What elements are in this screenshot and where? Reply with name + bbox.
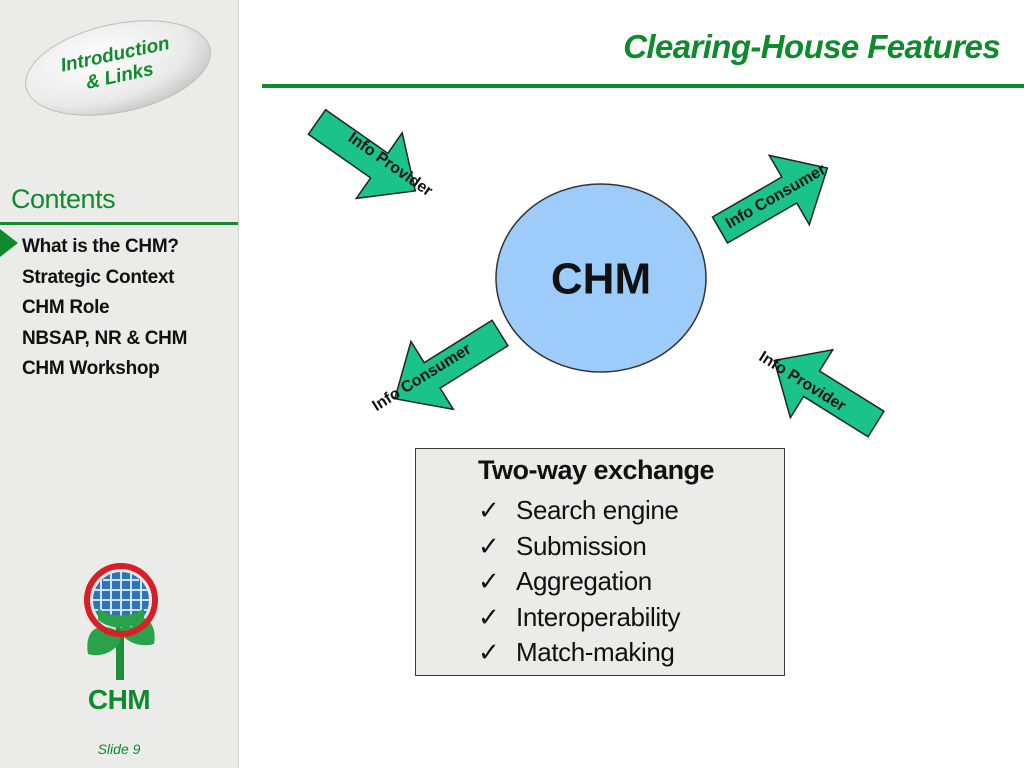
features-title: Two-way exchange bbox=[478, 455, 715, 485]
checkmark-icon: ✓ bbox=[478, 495, 500, 525]
arrow-info-provider-bottom: Info Provider bbox=[756, 348, 885, 438]
contents-list: What is the CHM? Strategic Context CHM R… bbox=[22, 232, 187, 385]
features-box: Two-way exchange ✓Search engine ✓Submiss… bbox=[415, 448, 785, 676]
arrow-info-provider-top: Info Provider bbox=[307, 108, 435, 200]
slide-number: Slide 9 bbox=[97, 741, 141, 757]
feature-item: ✓Match-making bbox=[478, 635, 680, 671]
chm-logo-text: CHM bbox=[87, 684, 151, 715]
arrow-info-consumer-top: Info Consumer bbox=[711, 154, 829, 245]
chm-circle bbox=[495, 183, 707, 373]
contents-item-strategic-context[interactable]: Strategic Context bbox=[22, 266, 175, 288]
contents-item-what-is-chm[interactable]: What is the CHM? bbox=[22, 236, 179, 257]
checkmark-icon: ✓ bbox=[478, 637, 500, 667]
contents-item-chm-workshop[interactable]: CHM Workshop bbox=[22, 358, 160, 379]
chm-logo-icon bbox=[84, 563, 158, 680]
page-title: Clearing-House Features bbox=[623, 28, 1000, 65]
sidebar: Introduction & Links Contents What is th… bbox=[0, 0, 239, 768]
contents-divider bbox=[0, 222, 238, 225]
chm-center-label: CHM bbox=[551, 255, 651, 304]
feature-item: ✓Aggregation bbox=[478, 564, 680, 600]
arrow-info-provider-bottom-shape bbox=[773, 348, 885, 438]
checkmark-icon: ✓ bbox=[478, 601, 500, 632]
arrow-info-consumer-bottom-shape bbox=[393, 319, 509, 411]
contents-item-chm-role[interactable]: CHM Role bbox=[22, 297, 110, 318]
features-list: ✓Search engine ✓Submission ✓Aggregation … bbox=[478, 493, 681, 671]
contents-heading: Contents bbox=[11, 184, 116, 214]
active-item-arrow-icon bbox=[0, 229, 18, 257]
chm-diagram: Info Provider Info Consumer Info Consume… bbox=[307, 108, 885, 438]
checkmark-icon: ✓ bbox=[478, 566, 500, 596]
intro-links-oval bbox=[25, 20, 211, 116]
intro-links-button[interactable]: Introduction & Links bbox=[22, 18, 214, 118]
feature-item: ✓Submission bbox=[478, 529, 680, 565]
arrow-info-provider-top-shape bbox=[307, 108, 417, 200]
feature-item: ✓Interoperability bbox=[478, 600, 681, 636]
arrow-info-consumer-top-shape bbox=[711, 154, 829, 245]
arrow-info-consumer-bottom: Info Consumer bbox=[369, 319, 509, 415]
title-divider bbox=[262, 84, 1024, 88]
checkmark-icon: ✓ bbox=[478, 530, 500, 561]
feature-item: ✓Search engine bbox=[478, 493, 680, 529]
contents-item-nbsap[interactable]: NBSAP, NR & CHM bbox=[22, 327, 188, 349]
